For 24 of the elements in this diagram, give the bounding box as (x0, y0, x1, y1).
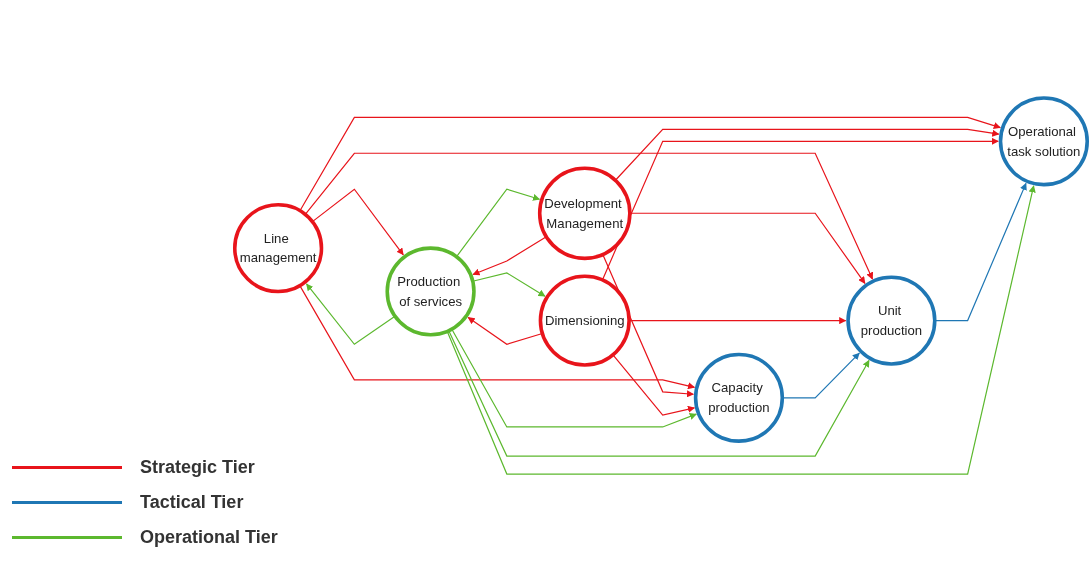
arrow (614, 128, 1000, 181)
node-circle: Production of services (385, 246, 476, 337)
arrow (311, 188, 404, 256)
arrow (448, 330, 870, 457)
arrow (299, 116, 1001, 212)
arrow (601, 137, 999, 281)
node-circle: Line management (233, 203, 324, 294)
arrow (305, 283, 396, 346)
arrow (299, 285, 696, 390)
arrow (451, 328, 697, 428)
node-circle: Dimensioning (538, 274, 631, 367)
node-circle: Operational task solution (998, 96, 1089, 187)
arrow (304, 152, 874, 280)
legend-text: Strategic Tier (140, 457, 255, 478)
arrow (455, 188, 541, 258)
node-circle: Capacity production (693, 352, 785, 443)
legend-text: Tactical Tier (140, 492, 244, 513)
arrow (612, 354, 696, 416)
node-circle: Development Management (537, 166, 632, 261)
arrow (472, 236, 547, 276)
legend-text: Operational Tier (140, 527, 278, 548)
arrow (628, 317, 847, 325)
arrow (446, 185, 1036, 475)
node-circle: Unit production (846, 275, 937, 366)
